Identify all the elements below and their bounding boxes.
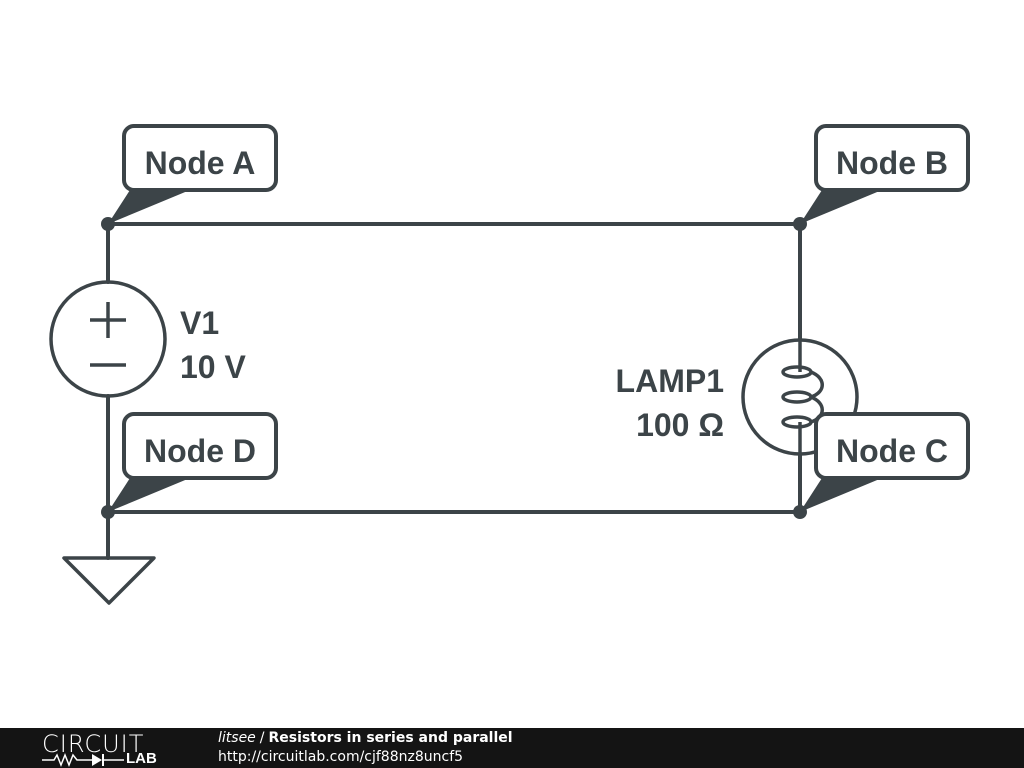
title-separator: / [259,730,265,746]
circuit-title: litsee/Resistors in series and parallel [218,730,513,746]
node-label-d[interactable]: Node D [108,412,278,512]
circuit-name[interactable]: Resistors in series and parallel [268,730,513,746]
lamp-filament-icon [781,340,824,455]
node-label-text: Node B [836,145,948,181]
author-name[interactable]: litsee [218,730,256,746]
node-label-text: Node C [836,433,948,469]
lamp1-value-label: 100 Ω [636,407,724,443]
node-label-box [814,412,970,480]
voltage-source-circle [49,280,167,398]
schematic-canvas: V1 10 V LAMP1 100 Ω Node A Node B [49,124,970,605]
node-label-box [814,124,970,192]
ground-icon[interactable] [62,556,156,605]
plus-icon [90,302,126,338]
lamp-lamp1[interactable] [741,338,859,456]
node-label-b[interactable]: Node B [800,124,970,224]
circuitlab-logo-text[interactable]: CIRCUIT [42,730,145,758]
node-pointer-icon [108,478,190,512]
node-pointer-icon [800,478,882,512]
circuit-url-link[interactable]: http://circuitlab.com/cjf88nz8uncf5 [218,749,464,765]
footer-bar: CIRCUIT LAB litsee/Resistors in series a… [0,728,1024,768]
lamp1-name-label: LAMP1 [616,363,724,399]
voltage-source-v1[interactable] [49,280,167,398]
v1-value-label: 10 V [180,349,246,385]
node-pointer-icon [108,190,190,224]
circuitlab-logo-lab: LAB [126,750,157,767]
node-label-text: Node D [144,433,256,469]
v1-name-label: V1 [180,305,219,341]
resistor-diode-logo-icon [42,752,124,768]
node-label-box [122,124,278,192]
node-label-c[interactable]: Node C [800,412,970,512]
node-label-a[interactable]: Node A [108,124,278,224]
node-pointer-icon [800,190,882,224]
node-label-text: Node A [145,145,256,181]
node-label-box [122,412,278,480]
